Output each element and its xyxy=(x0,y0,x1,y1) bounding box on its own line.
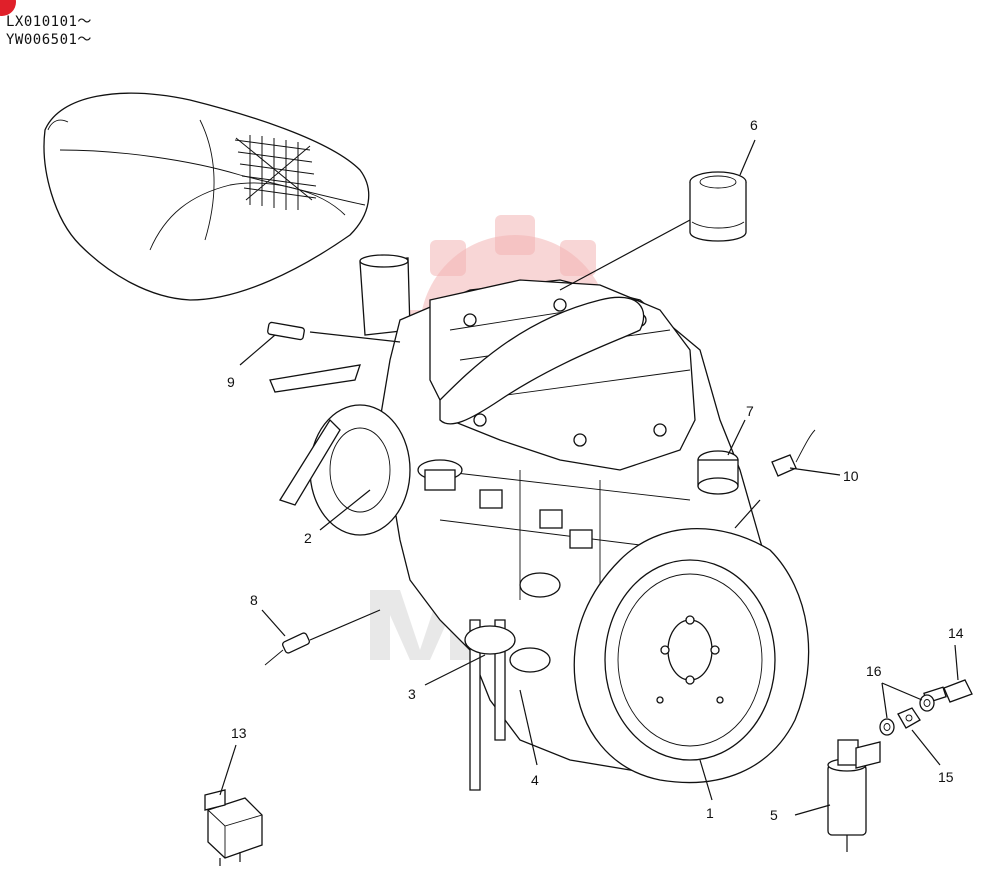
callout-1: 1 xyxy=(706,805,714,821)
callout-2: 2 xyxy=(304,530,312,546)
fuel-filter-part-5 xyxy=(827,739,881,852)
callout-15: 15 xyxy=(938,769,954,785)
sender-part-10 xyxy=(771,429,816,477)
callout-10: 10 xyxy=(843,468,859,484)
serial-range-1: LX010101～ xyxy=(6,14,92,30)
callout-7: 7 xyxy=(746,403,754,419)
corner-badge xyxy=(0,0,16,16)
callout-3: 3 xyxy=(408,686,416,702)
flywheel-housing xyxy=(573,528,810,784)
serial-range-2: YW006501～ xyxy=(6,32,92,48)
callout-14: 14 xyxy=(948,625,964,641)
exhaust-pipe xyxy=(359,254,411,336)
nut-part-15 xyxy=(897,707,921,729)
callout-5: 5 xyxy=(770,807,778,823)
oil-filter-part-6 xyxy=(689,171,747,242)
callout-6: 6 xyxy=(750,117,758,133)
callout-8: 8 xyxy=(250,592,258,608)
leader-lines xyxy=(219,139,959,816)
washer-part-16 xyxy=(879,694,935,736)
air-cleaner xyxy=(43,92,370,301)
callout-13: 13 xyxy=(231,725,247,741)
callout-4: 4 xyxy=(531,772,539,788)
callout-16: 16 xyxy=(866,663,882,679)
sender-part-9 xyxy=(267,321,305,341)
cap-part-7 xyxy=(697,450,739,495)
switch-part-8 xyxy=(264,632,310,666)
relay-part-13 xyxy=(204,789,263,866)
callout-9: 9 xyxy=(227,374,235,390)
